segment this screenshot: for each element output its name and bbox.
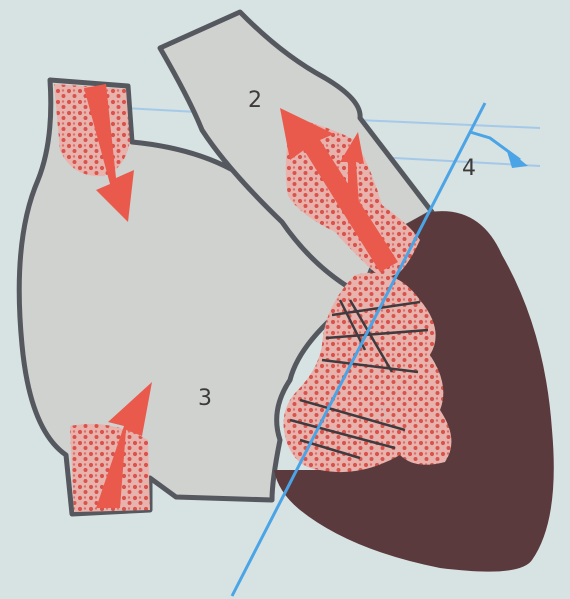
label-chamber: 3 [198, 386, 212, 411]
label-vessel: 2 [248, 88, 262, 113]
label-axis: 4 [462, 156, 476, 181]
label-ventricle: 3 [376, 402, 387, 423]
